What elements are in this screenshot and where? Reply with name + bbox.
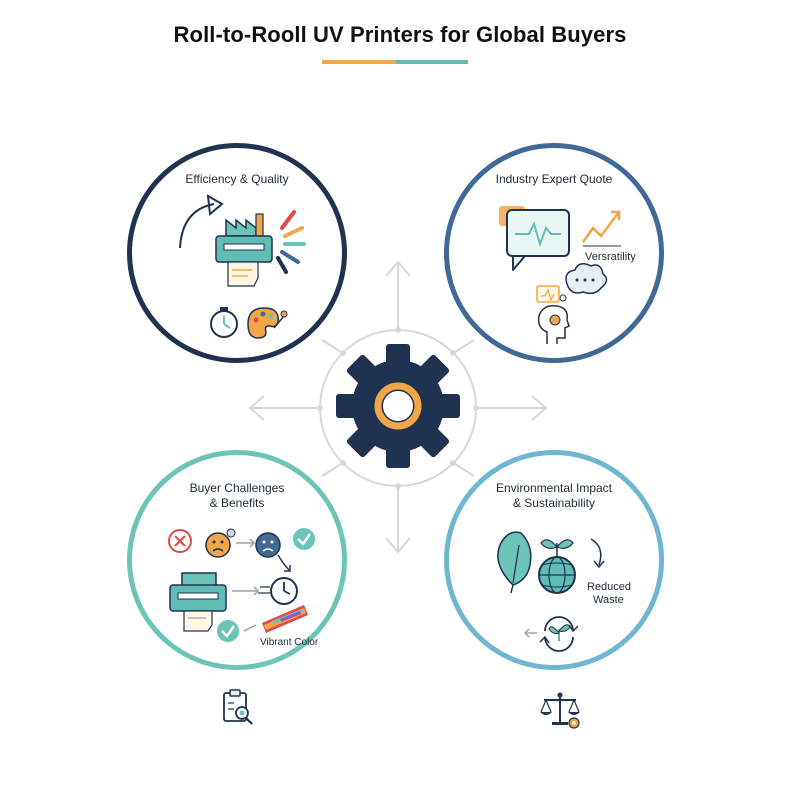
title-underline-teal — [396, 60, 468, 64]
reduced-label: Reduced — [587, 581, 632, 593]
factory-printer-icon — [215, 213, 273, 287]
panel-efficiency-quality: Efficiency & Quality — [127, 143, 347, 363]
check-icon — [217, 620, 239, 642]
title-underline-orange — [322, 60, 396, 64]
panel-title-efficiency: Efficiency & Quality — [185, 172, 289, 186]
error-icon — [168, 529, 192, 553]
trend-arrow-icon — [581, 210, 621, 247]
panel-title-buyer-2: & Benefits — [209, 496, 265, 510]
clipboard-icon — [223, 689, 253, 725]
scale-icon — [540, 692, 580, 729]
worried-face-icon — [205, 528, 236, 558]
printer-icon — [169, 572, 227, 632]
panel-industry-expert: Industry Expert Quote Versratility — [444, 143, 664, 363]
color-swatch-icon — [262, 605, 308, 633]
vibrant-color-label: Vibrant Color — [260, 637, 319, 648]
color-burst-icon — [276, 210, 306, 274]
head-gear-icon — [536, 285, 570, 344]
waste-label: Waste — [593, 594, 624, 606]
arrow-left-head — [248, 395, 265, 421]
sad-face-icon — [255, 532, 281, 558]
panel-title-environment-2: & Sustainability — [512, 496, 596, 510]
arrow-right-head — [531, 395, 548, 421]
stopwatch-icon — [210, 307, 238, 338]
versatility-label: Versratility — [585, 251, 636, 263]
arrow-down-head — [385, 537, 411, 554]
recycle-plant-icon — [539, 616, 579, 652]
speech-bubble-icon — [499, 206, 570, 271]
panel-environmental: Environmental Impact & Sustainability Re… — [444, 450, 664, 670]
palette-icon — [247, 307, 288, 339]
thought-cloud-icon — [559, 263, 608, 302]
clock-icon — [258, 577, 298, 605]
central-gear-icon — [336, 344, 460, 468]
check-icon — [293, 528, 315, 550]
leaf-icon — [497, 531, 532, 594]
panel-title-expert: Industry Expert Quote — [495, 172, 613, 186]
panel-title-environment-1: Environmental Impact — [495, 481, 613, 495]
arrow-up-head — [385, 260, 411, 277]
panel-buyer-challenges: Buyer Challenges & Benefits Vibrant Colo… — [127, 450, 347, 670]
globe-plant-icon — [538, 539, 576, 594]
panel-title-buyer-1: Buyer Challenges — [189, 481, 285, 495]
page-title: Roll-to-Rooll UV Printers for Global Buy… — [173, 22, 627, 47]
